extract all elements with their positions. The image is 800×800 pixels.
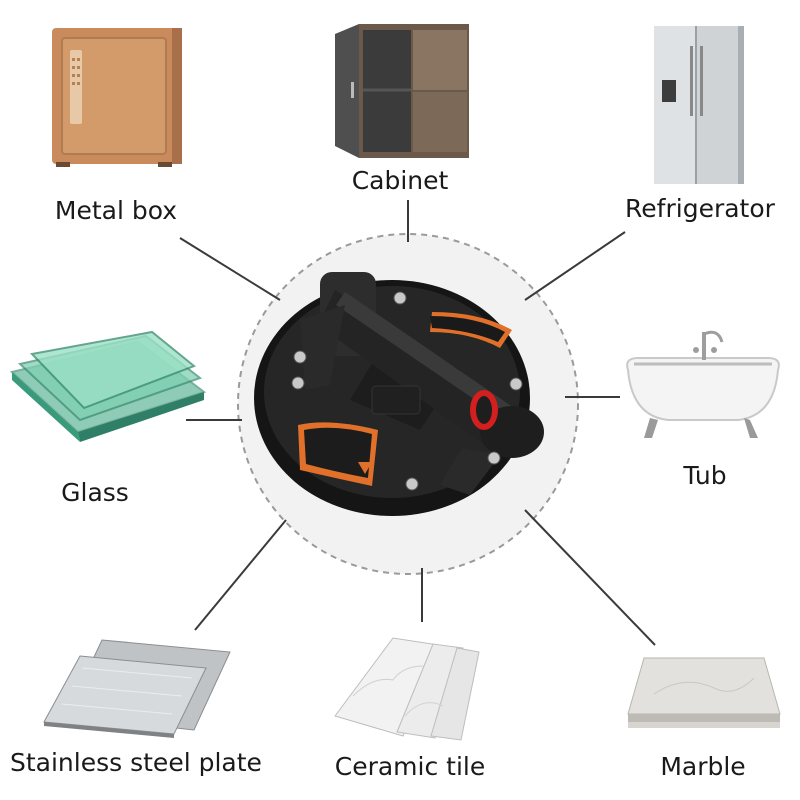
refrigerator-icon xyxy=(654,26,744,184)
marble-slab-icon xyxy=(627,657,781,728)
steel-plate-icon xyxy=(43,639,231,738)
label-glass: Glass xyxy=(61,478,129,507)
bathtub-icon xyxy=(626,330,780,438)
line-refrigerator xyxy=(524,231,626,301)
label-refrigerator: Refrigerator xyxy=(625,194,775,223)
safe-box-icon xyxy=(52,28,182,167)
line-metal-box xyxy=(179,237,281,301)
ceramic-tile-icon xyxy=(334,637,480,741)
line-marble xyxy=(524,509,656,646)
line-steel-plate xyxy=(194,519,287,631)
label-tub: Tub xyxy=(683,461,727,490)
label-stainless-steel-plate: Stainless steel plate xyxy=(10,748,262,777)
label-metal-box: Metal box xyxy=(54,196,178,225)
label-marble: Marble xyxy=(660,752,746,781)
label-ceramic-tile: Ceramic tile xyxy=(334,752,486,781)
label-cabinet: Cabinet xyxy=(351,166,449,195)
cabinet-icon xyxy=(335,24,469,158)
glass-sheets-icon xyxy=(9,330,207,442)
